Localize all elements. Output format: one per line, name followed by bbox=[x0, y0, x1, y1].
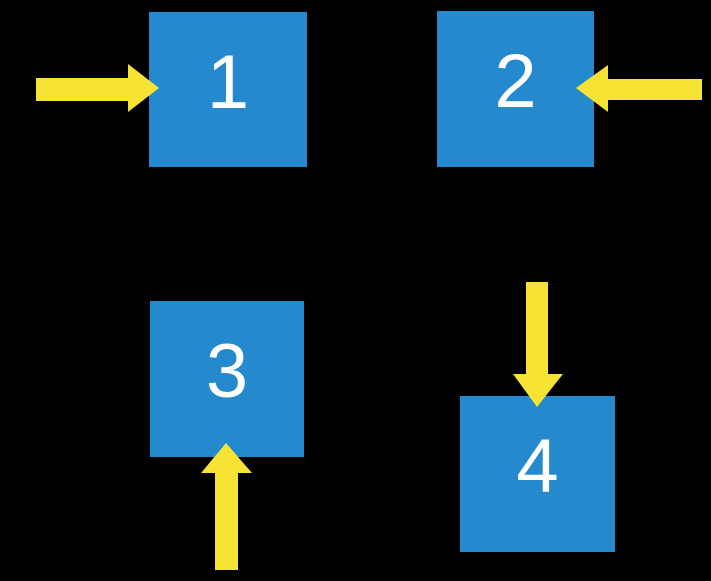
arrow-up-icon bbox=[201, 443, 252, 570]
square-1: 1 bbox=[149, 12, 307, 167]
square-4: 4 bbox=[460, 396, 615, 552]
arrow-left-shape bbox=[576, 65, 702, 112]
arrow-down-shape bbox=[513, 282, 563, 407]
arrow-right-icon bbox=[36, 64, 159, 112]
arrow-up-shape bbox=[201, 443, 252, 570]
square-1-label: 1 bbox=[206, 39, 250, 125]
square-2-label: 2 bbox=[494, 39, 537, 124]
square-4-label: 4 bbox=[516, 424, 559, 509]
square-3-label: 3 bbox=[205, 329, 249, 414]
square-3: 3 bbox=[150, 301, 304, 457]
arrow-down-icon bbox=[513, 282, 563, 407]
arrow-right-shape bbox=[36, 64, 159, 112]
arrow-left-icon bbox=[576, 65, 702, 112]
square-2: 2 bbox=[437, 11, 594, 167]
